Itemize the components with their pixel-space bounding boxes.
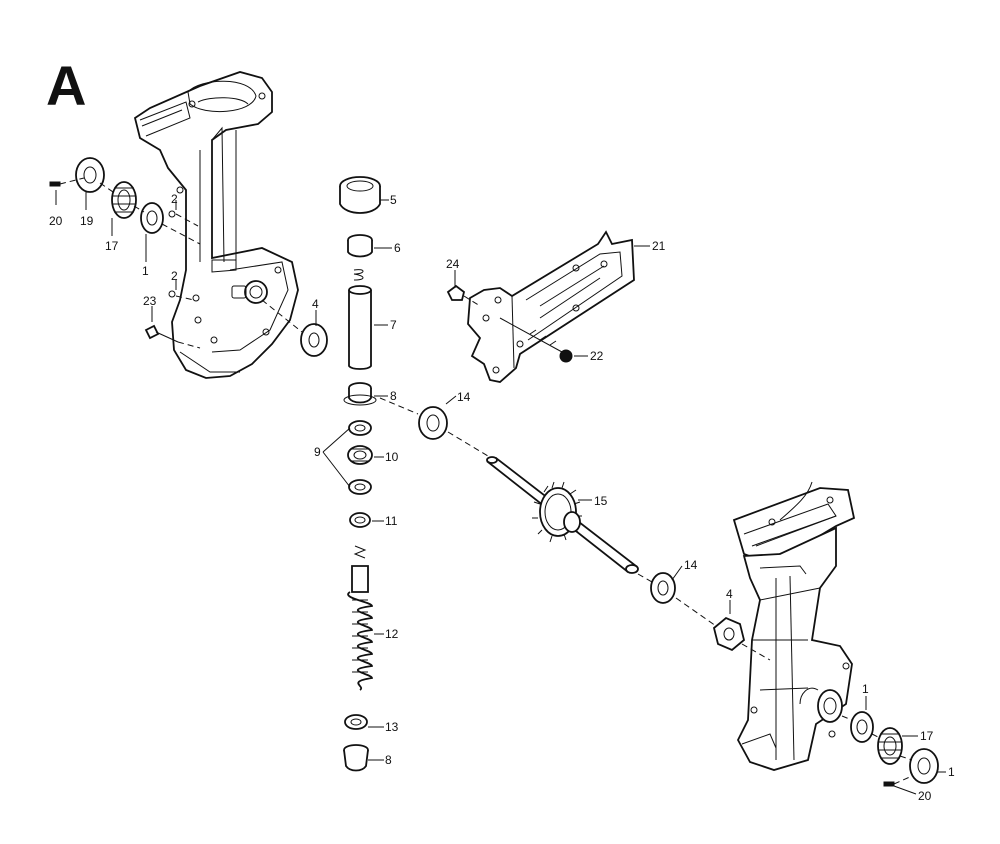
callout-17-right: 17 [920, 729, 934, 743]
callout-1-left: 1 [142, 264, 149, 278]
callout-1-right-upper: 1 [862, 682, 869, 696]
bracket-21 [446, 230, 635, 383]
callout-21: 21 [652, 239, 666, 253]
right-nut-4 [712, 616, 771, 661]
washer-4-left [261, 299, 328, 357]
callout-12: 12 [385, 627, 399, 641]
left-bearing-stack [49, 157, 201, 349]
right-housing [732, 481, 856, 771]
callout-19: 19 [80, 214, 94, 228]
callout-7: 7 [390, 318, 397, 332]
left-housing [133, 71, 299, 379]
callout-4-left: 4 [312, 297, 319, 311]
callout-11: 11 [385, 514, 398, 528]
callout-20-right: 20 [918, 789, 932, 803]
callout-20-left: 20 [49, 214, 63, 228]
callout-15: 15 [594, 494, 608, 508]
callout-9: 9 [314, 445, 321, 459]
callout-1-right-lower: 1 [948, 765, 955, 779]
washer-14-lower [637, 572, 717, 627]
callout-10: 10 [385, 450, 399, 464]
section-letter: A [46, 54, 86, 117]
right-bearing-stack [841, 711, 939, 787]
leader-lines [55, 190, 946, 795]
central-stack [339, 176, 381, 772]
callout-23: 23 [143, 294, 157, 308]
washer-14-upper [379, 397, 489, 457]
callout-14-upper: 14 [457, 390, 471, 404]
callout-24: 24 [446, 257, 460, 271]
callout-5: 5 [390, 193, 397, 207]
callout-2-upper: 2 [171, 192, 178, 206]
callout-4-right: 4 [726, 587, 733, 601]
callouts: 20 19 17 1 2 2 23 4 5 6 7 8 9 10 11 12 1… [49, 192, 955, 803]
callout-8-lower: 8 [385, 753, 392, 767]
callout-8-upper: 8 [390, 389, 397, 403]
callout-2-lower: 2 [171, 269, 178, 283]
callout-22: 22 [590, 349, 604, 363]
callout-17-left: 17 [105, 239, 119, 253]
callout-6: 6 [394, 241, 401, 255]
callout-13: 13 [385, 720, 399, 734]
callout-14-lower: 14 [684, 558, 698, 572]
gear-shaft-15 [486, 456, 639, 574]
